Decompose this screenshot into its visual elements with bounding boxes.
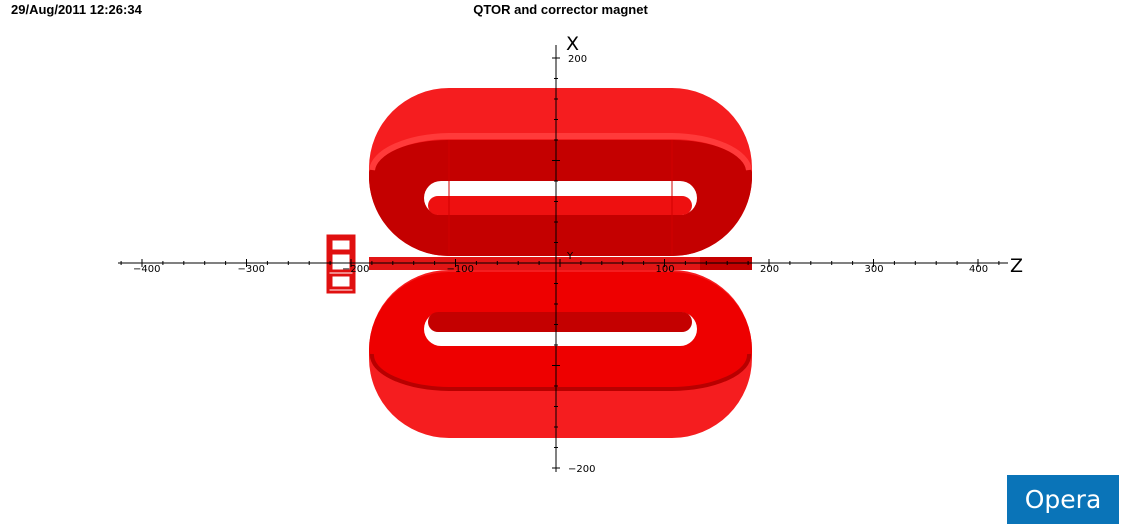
upper-coil-hole-inner bbox=[428, 196, 692, 215]
horizontal-tick-label: −400 bbox=[133, 264, 160, 275]
lower-coil-rim bbox=[369, 353, 752, 391]
vertical-tick-label: 200 bbox=[568, 54, 587, 65]
upper-coil-rim bbox=[369, 133, 752, 171]
opera-logo: Opera bbox=[1007, 475, 1119, 524]
horizontal-tick-label: −200 bbox=[342, 264, 369, 275]
horizontal-tick-label: −100 bbox=[447, 264, 474, 275]
axis-letter-x: X bbox=[566, 33, 579, 55]
horizontal-tick-label: 100 bbox=[656, 264, 675, 275]
corrector-magnet bbox=[326, 234, 356, 294]
upper-coil bbox=[369, 88, 752, 257]
axis-letter-y: Y bbox=[566, 251, 574, 262]
horizontal-tick-label: −300 bbox=[238, 264, 265, 275]
lower-coil bbox=[369, 270, 752, 438]
axis-letter-z: Z bbox=[1010, 255, 1023, 277]
lower-coil-hole-inner bbox=[428, 312, 692, 332]
timestamp: 29/Aug/2011 12:26:34 bbox=[11, 2, 142, 17]
vertical-tick-label: −200 bbox=[568, 464, 595, 475]
horizontal-tick-label: 400 bbox=[969, 264, 988, 275]
plot-title: QTOR and corrector magnet bbox=[473, 2, 648, 17]
horizontal-tick-label: 300 bbox=[865, 264, 884, 275]
horizontal-tick-label: 200 bbox=[760, 264, 779, 275]
